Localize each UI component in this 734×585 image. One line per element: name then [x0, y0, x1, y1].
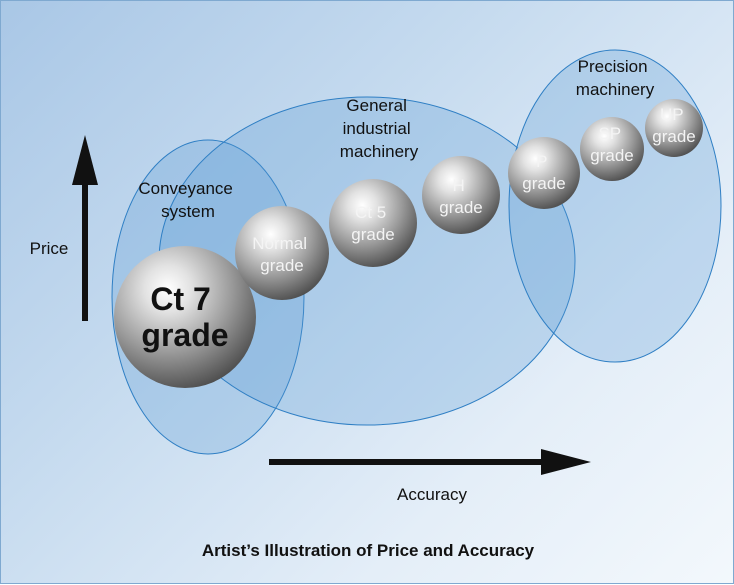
price-axis-label: Price	[30, 239, 69, 258]
sphere	[645, 99, 703, 157]
group-label-line: Conveyance	[138, 179, 233, 198]
diagram-caption: Artist’s Illustration of Price and Accur…	[202, 541, 535, 560]
group-label-line: machinery	[340, 142, 419, 161]
group-label-general-industrial-machinery: General industrial machinery	[340, 96, 419, 161]
grade-label: P grade	[522, 152, 565, 193]
group-label-line: Precision	[578, 57, 648, 76]
grade-ball-up: UP grade	[645, 99, 703, 157]
group-label-line: machinery	[576, 80, 655, 99]
accuracy-arrow	[269, 449, 591, 475]
grade-ball-ct5: Ct 5 grade	[329, 179, 417, 267]
group-label-precision-machinery: Precision machinery	[576, 57, 655, 99]
grade-label: Ct 7 grade	[141, 281, 228, 353]
sphere	[114, 246, 256, 388]
sphere	[508, 137, 580, 209]
grade-ball-normal: Normal grade	[235, 206, 329, 300]
grade-ball-ct7: Ct 7 grade	[114, 246, 256, 388]
price-arrow	[72, 135, 98, 321]
sphere	[580, 117, 644, 181]
group-label-line: industrial	[343, 119, 411, 138]
grade-label: Normal grade	[252, 234, 312, 275]
group-label-line: General	[346, 96, 406, 115]
grade-ball-sp: SP grade	[580, 117, 644, 181]
grade-label: SP grade	[590, 124, 633, 165]
grade-ball-h: H grade	[422, 156, 500, 234]
sphere	[422, 156, 500, 234]
sphere	[235, 206, 329, 300]
group-label-conveyance-system: Conveyance system	[138, 179, 237, 221]
accuracy-axis-label: Accuracy	[397, 485, 467, 504]
grade-label: H grade	[439, 176, 482, 217]
sphere	[329, 179, 417, 267]
grade-label: Ct 5 grade	[351, 203, 394, 244]
grade-label: UP grade	[652, 105, 695, 146]
grade-ball-p: P grade	[508, 137, 580, 209]
group-label-line: system	[161, 202, 215, 221]
